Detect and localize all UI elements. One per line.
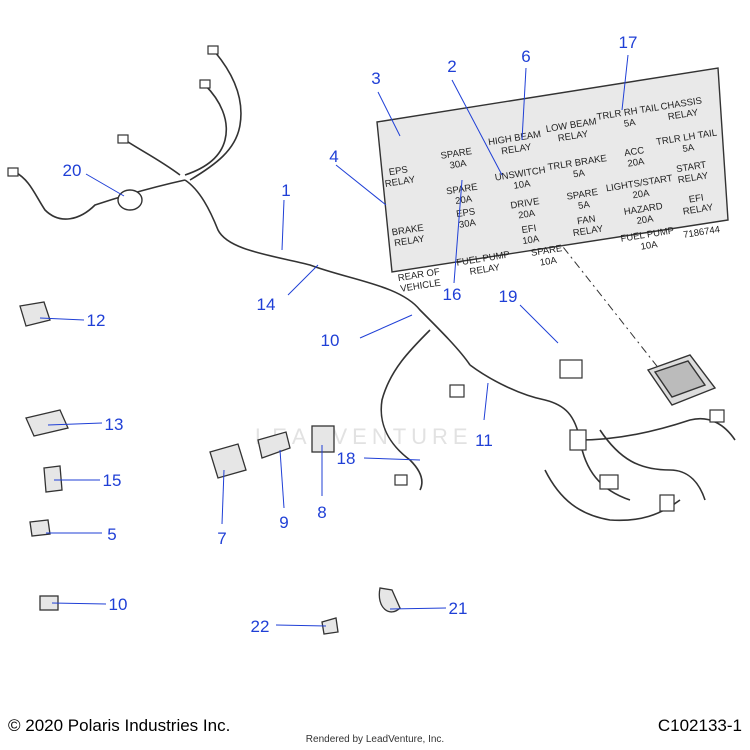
fuse-decal: [376, 67, 729, 273]
decal-label: EFIRELAY: [680, 191, 714, 218]
callout-7: 7: [217, 529, 226, 548]
wire-harness: [14, 51, 736, 522]
part-22: [321, 617, 339, 635]
callout-5: 5: [107, 525, 116, 544]
callout-14: 14: [257, 295, 276, 314]
decal-label: CHASSISRELAY: [660, 95, 705, 123]
part-13: [25, 409, 69, 437]
part-7: [209, 443, 247, 479]
callout-10: 10: [109, 595, 128, 614]
decal-label: SPARE30A: [440, 146, 475, 173]
decal-label: BRAKERELAY: [391, 223, 426, 250]
decal-label: DRIVE20A: [510, 196, 542, 222]
figure-code: C102133-1: [657, 716, 742, 735]
callout-leaders: [39, 54, 629, 627]
part-21: [378, 587, 401, 613]
fuse-box-module: [646, 354, 717, 406]
harness-right: [579, 418, 736, 441]
leader-decal-to-module: [529, 204, 661, 371]
callout-16: 16: [443, 285, 462, 304]
callout-10: 10: [321, 331, 340, 350]
loose-parts: [19, 301, 401, 635]
harness-down: [469, 364, 631, 501]
harness-branch-left: [14, 171, 186, 220]
harness-loop: [599, 429, 706, 501]
callout-13: 13: [105, 415, 124, 434]
rendered-by: Rendered by LeadVenture, Inc.: [305, 734, 445, 745]
callout-6: 6: [521, 47, 530, 66]
part-9: [257, 431, 291, 459]
part-12: [19, 301, 51, 327]
callout-8: 8: [317, 503, 326, 522]
decal-label: ACC20A: [623, 145, 646, 170]
callout-17: 17: [619, 33, 638, 52]
callout-20: 20: [63, 161, 82, 180]
harness-lower: [380, 329, 431, 491]
callout-9: 9: [279, 513, 288, 532]
part-15: [43, 465, 63, 493]
harness-bottom: [544, 469, 681, 522]
decal-label: SPARE5A: [566, 187, 601, 214]
harness-connectors: [7, 45, 725, 512]
harness-branch-upper: [189, 51, 242, 181]
callout-12: 12: [87, 311, 106, 330]
callout-19: 19: [499, 287, 518, 306]
callout-22: 22: [251, 617, 270, 636]
harness-trunk: [184, 179, 471, 366]
callout-4: 4: [329, 147, 338, 166]
harness-branch-upper2: [184, 84, 228, 176]
decal-label: EPS30A: [455, 206, 477, 231]
decal-label: SPARE20A: [446, 182, 481, 209]
callout-2: 2: [447, 57, 456, 76]
part-8: [311, 425, 335, 453]
decal-label: FANRELAY: [570, 213, 604, 240]
harness-branch-mid: [124, 139, 181, 176]
callout-21: 21: [449, 599, 468, 618]
decal-label: EFI10A: [520, 223, 541, 247]
callout-11: 11: [475, 431, 493, 450]
callout-18: 18: [337, 449, 356, 468]
decal-label: STARTRELAY: [675, 159, 709, 186]
callout-1: 1: [281, 181, 290, 200]
callout-3: 3: [371, 69, 380, 88]
grommet-20: [117, 189, 143, 211]
decal-label: HIGH BEAMRELAY: [487, 129, 543, 159]
decal-label: SPARE10A: [530, 243, 565, 270]
watermark: LEADVENTURE: [255, 424, 473, 449]
part-5: [29, 519, 51, 537]
callout-15: 15: [103, 471, 122, 490]
decal-label: EPSRELAY: [382, 163, 416, 190]
copyright-text: © 2020 Polaris Industries Inc.: [8, 716, 231, 735]
